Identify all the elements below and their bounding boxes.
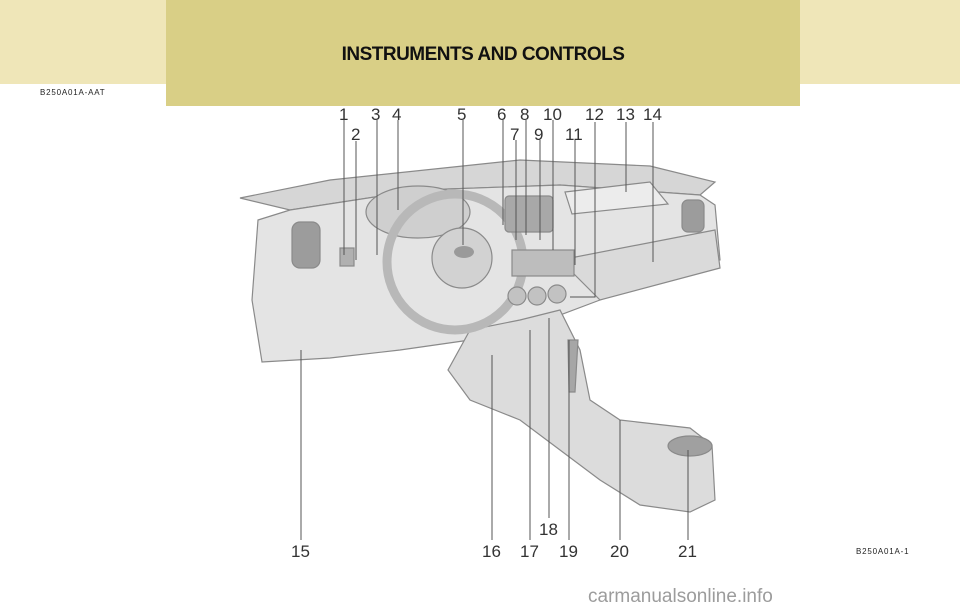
- callout-1: 1: [339, 105, 348, 124]
- callout-5: 5: [457, 105, 466, 124]
- callout-leader-lines: [300, 120, 689, 540]
- callout-13: 13: [616, 105, 635, 124]
- callout-11: 11: [565, 125, 583, 144]
- figure-code-top: B250A01A-AAT: [40, 88, 106, 97]
- callout-18: 18: [539, 520, 558, 539]
- climate-knob-right: [547, 284, 567, 304]
- callout-21: 21: [678, 542, 697, 561]
- callout-4: 4: [392, 105, 401, 124]
- title-band: INSTRUMENTS AND CONTROLS: [166, 0, 800, 106]
- hyundai-logo: [454, 246, 474, 258]
- callout-9: 9: [534, 125, 543, 144]
- callout-2: 2: [351, 125, 360, 144]
- center-console: [447, 309, 716, 513]
- right-air-vent: [681, 199, 705, 233]
- callout-6: 6: [497, 105, 506, 124]
- callout-numbers: 1 2 3 4 5 6 7 8 9 10 11 12 13 14 15 16 1…: [291, 105, 697, 561]
- callout-10: 10: [543, 105, 562, 124]
- steering-wheel-hub: [431, 227, 493, 289]
- climate-knob-center: [527, 286, 547, 306]
- page-title: INSTRUMENTS AND CONTROLS: [341, 44, 625, 65]
- audio-unit: [511, 249, 575, 277]
- glovebox: [558, 229, 721, 301]
- dashboard-drawing: [239, 159, 721, 513]
- left-air-vent: [291, 221, 321, 269]
- cup-holder: [667, 435, 713, 457]
- callout-20: 20: [610, 542, 629, 561]
- callout-15: 15: [291, 542, 310, 561]
- callout-19: 19: [559, 542, 578, 561]
- hazard-switch: [339, 247, 355, 267]
- passenger-airbag-panel: [564, 181, 670, 215]
- callout-8: 8: [520, 105, 529, 124]
- climate-knob-left: [507, 286, 527, 306]
- leader-12: [570, 122, 596, 298]
- callout-14: 14: [643, 105, 662, 124]
- callout-12: 12: [585, 105, 604, 124]
- figure-code-bottom: B250A01A-1: [856, 547, 910, 556]
- callout-16: 16: [482, 542, 501, 561]
- callout-7: 7: [510, 125, 519, 144]
- center-air-vents: [504, 195, 554, 233]
- watermark: carmanualsonline.info: [588, 586, 773, 607]
- callout-3: 3: [371, 105, 380, 124]
- callout-17: 17: [520, 542, 539, 561]
